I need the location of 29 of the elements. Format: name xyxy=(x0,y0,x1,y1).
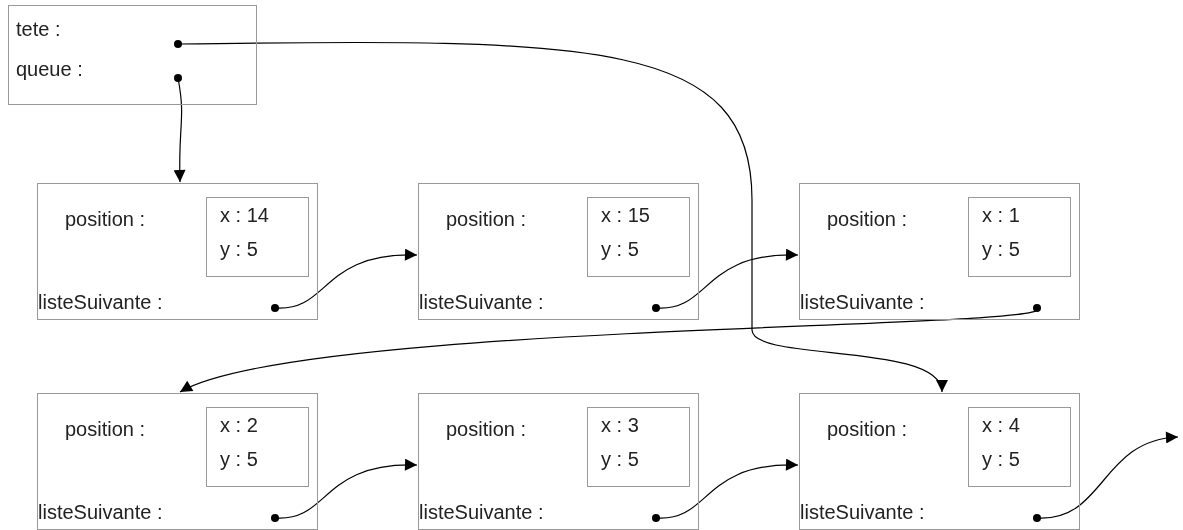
coordinate-box xyxy=(587,407,690,487)
list-cell-box xyxy=(37,393,318,530)
field-label: y : 5 xyxy=(982,448,1020,470)
coordinate-box xyxy=(968,407,1071,487)
pointer-arrow xyxy=(1033,432,1179,522)
field-label: position : xyxy=(446,418,527,440)
pointer-arrow xyxy=(652,459,799,522)
list-cell-box xyxy=(799,393,1080,530)
field-label: listeSuivante : xyxy=(800,501,925,523)
field-label: x : 1 xyxy=(982,204,1020,226)
field-label: x : 3 xyxy=(601,414,639,436)
pointer-arrow xyxy=(271,459,418,522)
field-label: y : 5 xyxy=(982,238,1020,260)
coordinate-box xyxy=(206,407,309,487)
coordinate-box xyxy=(968,197,1071,277)
field-label: y : 5 xyxy=(220,448,258,470)
field-label: listeSuivante : xyxy=(38,501,163,523)
field-label: position : xyxy=(827,418,908,440)
field-label: y : 5 xyxy=(601,448,639,470)
field-label: listeSuivante : xyxy=(419,501,544,523)
field-label: position : xyxy=(65,418,146,440)
pointer-record-box xyxy=(8,5,257,105)
field-label: listeSuivante : xyxy=(38,291,163,313)
list-cell-box xyxy=(418,393,699,530)
field-label: queue : xyxy=(16,58,83,80)
field-label: tete : xyxy=(16,18,61,40)
field-label: x : 2 xyxy=(220,414,258,436)
field-label: x : 4 xyxy=(982,414,1020,436)
field-label: position : xyxy=(65,208,146,230)
